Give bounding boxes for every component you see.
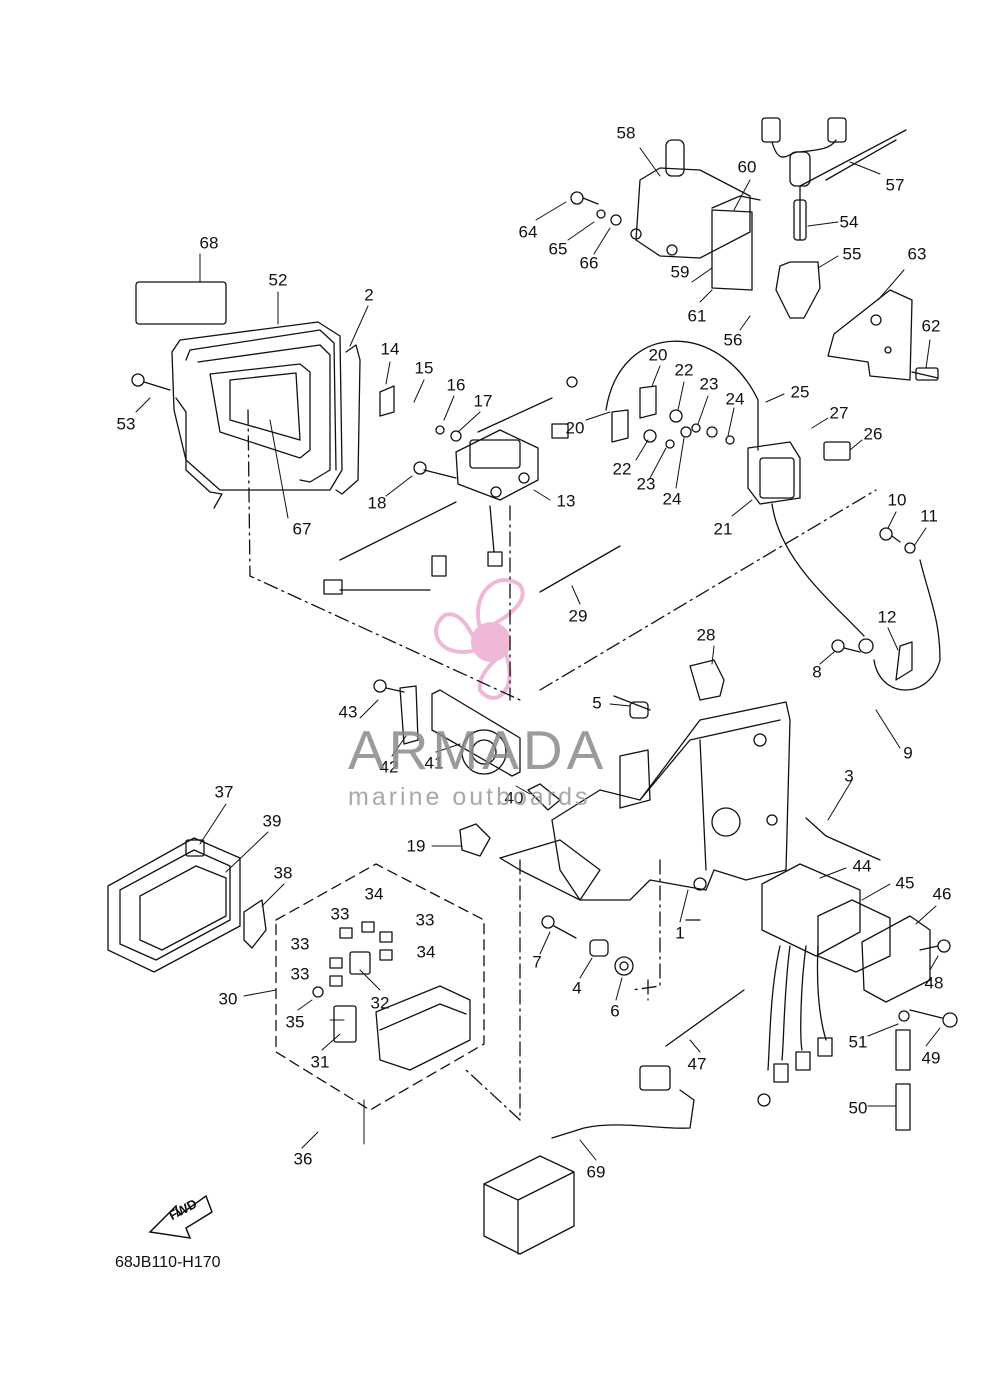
electrical-bracket bbox=[459, 659, 791, 901]
callout-label: 4 bbox=[572, 978, 582, 998]
callout-label: 33 bbox=[290, 934, 310, 954]
watermark-brand: ARMADA bbox=[348, 719, 608, 781]
fasteners bbox=[541, 527, 941, 976]
callout-label: 67 bbox=[292, 519, 312, 539]
callout-label: 13 bbox=[556, 491, 576, 511]
callout-label: 22 bbox=[612, 459, 632, 479]
callout-label: 3 bbox=[844, 766, 854, 786]
callout-label: 16 bbox=[446, 375, 466, 395]
callout-label: 30 bbox=[218, 989, 238, 1009]
callout-label: 35 bbox=[285, 1012, 305, 1032]
callout-label: 33 bbox=[290, 964, 310, 984]
callout-label: 69 bbox=[586, 1162, 606, 1182]
callout-label: 68 bbox=[199, 233, 219, 253]
fuse-box bbox=[107, 837, 267, 973]
watermark-tagline: marine outboards bbox=[348, 783, 591, 811]
callout-label: 39 bbox=[262, 811, 282, 831]
callout-label: 65 bbox=[548, 239, 568, 259]
reference-lines bbox=[247, 409, 877, 1121]
callout-label: 9 bbox=[903, 743, 913, 763]
callout-label: 27 bbox=[829, 403, 849, 423]
starter-relay bbox=[551, 340, 874, 654]
callout-label: 58 bbox=[616, 123, 636, 143]
callout-label: 33 bbox=[415, 910, 435, 930]
callout-label: 17 bbox=[473, 391, 493, 411]
callout-label: 33 bbox=[330, 904, 350, 924]
callout-label: 20 bbox=[648, 345, 668, 365]
callout-label: 50 bbox=[848, 1098, 868, 1118]
electrical-box-cover bbox=[131, 281, 361, 509]
leader-lines bbox=[135, 147, 941, 1161]
callout-label: 34 bbox=[364, 884, 384, 904]
ignition-coil-assembly bbox=[570, 139, 761, 291]
callout-label: 61 bbox=[687, 306, 707, 326]
callout-label: 47 bbox=[687, 1054, 707, 1074]
callout-label: 36 bbox=[293, 1149, 313, 1169]
callout-label: 60 bbox=[737, 157, 757, 177]
callout-label: 26 bbox=[863, 424, 883, 444]
callout-label: 40 bbox=[504, 788, 524, 808]
callout-label: 8 bbox=[812, 662, 822, 682]
cdi-module-right bbox=[757, 863, 958, 1131]
callout-label: 46 bbox=[932, 884, 952, 904]
callout-label: 14 bbox=[380, 339, 400, 359]
callout-label: 57 bbox=[885, 175, 905, 195]
callout-label: 64 bbox=[518, 222, 538, 242]
callout-label: 37 bbox=[214, 782, 234, 802]
callout-label: 48 bbox=[924, 973, 944, 993]
callout-label: 38 bbox=[273, 863, 293, 883]
callout-label: 59 bbox=[670, 262, 690, 282]
fwd-arrow-icon bbox=[148, 1194, 213, 1239]
watermark-logo bbox=[434, 578, 525, 700]
callout-label: 15 bbox=[414, 358, 434, 378]
callout-label: 5 bbox=[592, 693, 602, 713]
callout-label: 51 bbox=[848, 1032, 868, 1052]
spark-plug-cap-assembly bbox=[761, 117, 939, 381]
callout-label: 25 bbox=[790, 382, 810, 402]
callout-label: 44 bbox=[852, 856, 872, 876]
callout-label: 28 bbox=[696, 625, 716, 645]
callout-label: 45 bbox=[895, 873, 915, 893]
callout-label: 21 bbox=[713, 519, 733, 539]
callout-label: 55 bbox=[842, 244, 862, 264]
relay-group bbox=[275, 863, 485, 1111]
callout-label: 10 bbox=[887, 490, 907, 510]
rectifier-regulator bbox=[373, 679, 651, 811]
callout-label: 24 bbox=[662, 489, 682, 509]
callout-label: 42 bbox=[379, 757, 399, 777]
callout-label: 23 bbox=[699, 374, 719, 394]
callout-label: 52 bbox=[268, 270, 288, 290]
callout-label: 32 bbox=[370, 993, 390, 1013]
callout-label: 62 bbox=[921, 316, 941, 336]
callout-label: 54 bbox=[839, 212, 859, 232]
callout-label: 56 bbox=[723, 330, 743, 350]
callout-label: 63 bbox=[907, 244, 927, 264]
callout-label: 2 bbox=[364, 285, 374, 305]
callout-label: 7 bbox=[532, 952, 542, 972]
callout-label: 20 bbox=[565, 418, 585, 438]
callout-label: 31 bbox=[310, 1052, 330, 1072]
cdi-unit bbox=[323, 376, 578, 595]
callout-label: 49 bbox=[921, 1048, 941, 1068]
callout-label: 41 bbox=[424, 753, 444, 773]
callout-label: 53 bbox=[116, 414, 136, 434]
callout-label: 43 bbox=[338, 702, 358, 722]
callout-label: 29 bbox=[568, 606, 588, 626]
callout-label: 22 bbox=[674, 360, 694, 380]
callout-label: 34 bbox=[416, 942, 436, 962]
callout-label: 11 bbox=[920, 506, 938, 526]
callout-label: 18 bbox=[367, 493, 387, 513]
battery bbox=[483, 989, 745, 1255]
callout-label: 19 bbox=[406, 836, 426, 856]
callout-label: 6 bbox=[610, 1001, 620, 1021]
callout-label: 23 bbox=[636, 474, 656, 494]
callout-label: 12 bbox=[877, 607, 897, 627]
callout-label: 1 bbox=[675, 923, 685, 943]
diagram-code: 68JB110-H170 bbox=[115, 1254, 221, 1271]
callout-label: 66 bbox=[579, 253, 599, 273]
cable-tie bbox=[539, 545, 621, 593]
callout-label: 24 bbox=[725, 389, 745, 409]
